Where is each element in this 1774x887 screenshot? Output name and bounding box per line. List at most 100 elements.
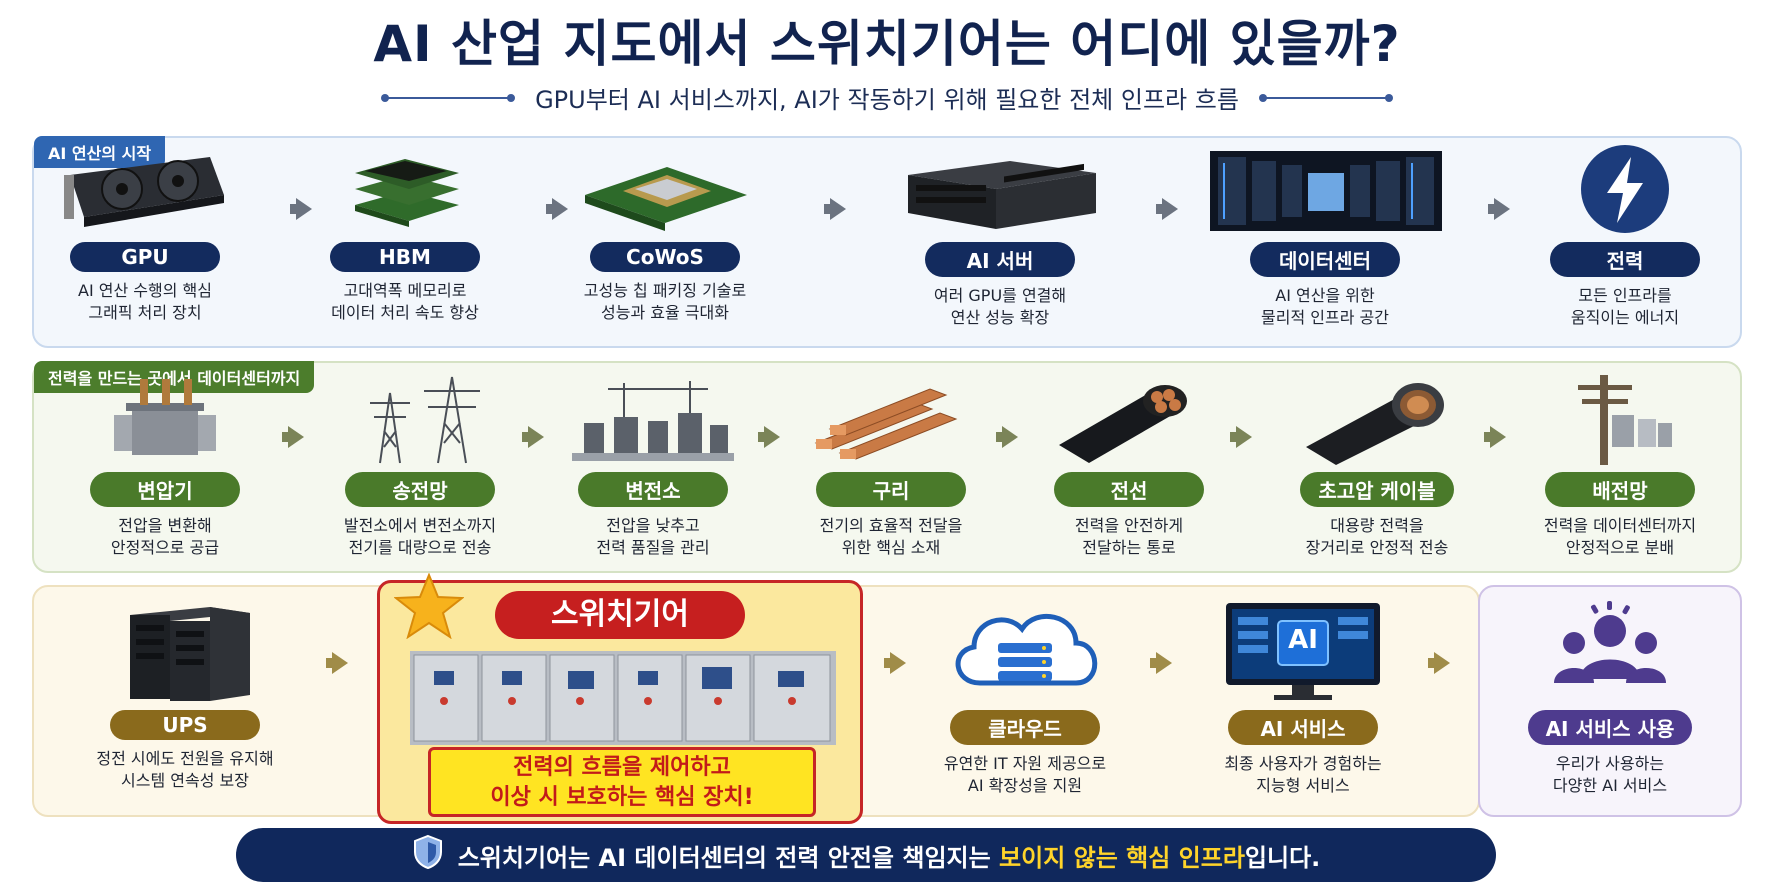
subtitle-divider-left — [381, 93, 516, 102]
star-icon — [393, 572, 465, 643]
label-copper: 구리 — [816, 472, 966, 507]
section-tag: 전력을 만드는 곳에서 데이터센터까지 — [34, 361, 315, 393]
switchgear-cabinet-icon — [408, 647, 838, 751]
arrow-icon — [1162, 198, 1178, 220]
lightning-icon — [1520, 140, 1730, 238]
label-ai-service: AI 서비스 — [1228, 710, 1378, 745]
summary-text: 스위치기어는 AI 데이터센터의 전력 안전을 책임지는 보이지 않는 핵심 인… — [457, 843, 1321, 872]
memory-stack-icon — [300, 140, 510, 238]
switchgear-note: 전력의 흐름을 제어하고 이상 시 보호하는 핵심 장치! — [428, 747, 816, 817]
arrow-icon — [1002, 426, 1018, 448]
ups-icon — [60, 596, 310, 706]
switchgear-highlight: 스위치기어 전력의 흐름을 제어하고 이상 시 보호하는 핵심 장치! — [377, 572, 863, 824]
arrow-icon — [764, 426, 780, 448]
transmission-tower-icon — [310, 370, 530, 468]
section-ai-compute: AI 연산의 시작 — [32, 136, 1742, 348]
summary-highlight: 보이지 않는 핵심 인프라 — [999, 843, 1245, 872]
subtitle-divider-right — [1258, 93, 1393, 102]
datacenter-icon — [1200, 140, 1450, 238]
monitor-icon: AI — [1178, 596, 1428, 706]
transformer-icon — [60, 370, 270, 468]
arrow-icon — [552, 198, 568, 220]
users-icon — [1490, 596, 1730, 706]
arrow-icon — [830, 198, 846, 220]
arrow-icon — [890, 652, 906, 674]
label-power: 전력 — [1550, 242, 1700, 277]
arrow-icon — [1236, 426, 1252, 448]
label-wire: 전선 — [1054, 472, 1204, 507]
arrow-icon — [296, 198, 312, 220]
chip-package-icon — [560, 140, 770, 238]
hv-cable-icon — [1262, 370, 1492, 468]
server-icon — [880, 140, 1120, 238]
arrow-icon — [1494, 198, 1510, 220]
label-transmission: 송전망 — [345, 472, 495, 507]
page-title: AI 산업 지도에서 스위치기어는 어디에 있을까? — [373, 15, 1401, 73]
label-ai-server: AI 서버 — [925, 242, 1075, 277]
switchgear-title: 스위치기어 — [495, 591, 745, 639]
label-ups: UPS — [110, 710, 260, 740]
subtitle-row: GPU부터 AI 서비스까지, AI가 작동하기 위해 필요한 전체 인프라 흐… — [0, 80, 1774, 115]
ai-screen-text: AI — [1288, 625, 1318, 655]
shield-icon — [412, 834, 444, 876]
cable-icon — [1024, 370, 1234, 468]
copper-bars-icon — [786, 370, 996, 468]
arrow-icon — [528, 426, 544, 448]
arrow-icon — [288, 426, 304, 448]
summary-banner: 스위치기어는 AI 데이터센터의 전력 안전을 책임지는 보이지 않는 핵심 인… — [236, 828, 1496, 882]
section-tag: AI 연산의 시작 — [34, 136, 166, 168]
cloud-icon — [900, 596, 1150, 706]
label-hbm: HBM — [330, 242, 480, 272]
utility-pole-icon — [1510, 370, 1730, 468]
section-power-grid: 전력을 만드는 곳에서 데이터센터까지 — [32, 361, 1742, 573]
label-cowos: CoWoS — [590, 242, 740, 272]
label-gpu: GPU — [70, 242, 220, 272]
substation-icon — [548, 370, 758, 468]
page-subtitle: GPU부터 AI 서비스까지, AI가 작동하기 위해 필요한 전체 인프라 흐… — [535, 86, 1239, 114]
label-hv-cable: 초고압 케이블 — [1300, 472, 1454, 507]
label-distribution: 배전망 — [1545, 472, 1695, 507]
arrow-icon — [332, 652, 348, 674]
label-cloud: 클라우드 — [950, 710, 1100, 745]
label-ai-use: AI 서비스 사용 — [1527, 710, 1693, 745]
label-datacenter: 데이터센터 — [1250, 242, 1400, 277]
label-transformer: 변압기 — [90, 472, 240, 507]
arrow-icon — [1156, 652, 1172, 674]
arrow-icon — [1434, 652, 1450, 674]
label-substation: 변전소 — [578, 472, 728, 507]
gpu-icon — [40, 140, 250, 238]
